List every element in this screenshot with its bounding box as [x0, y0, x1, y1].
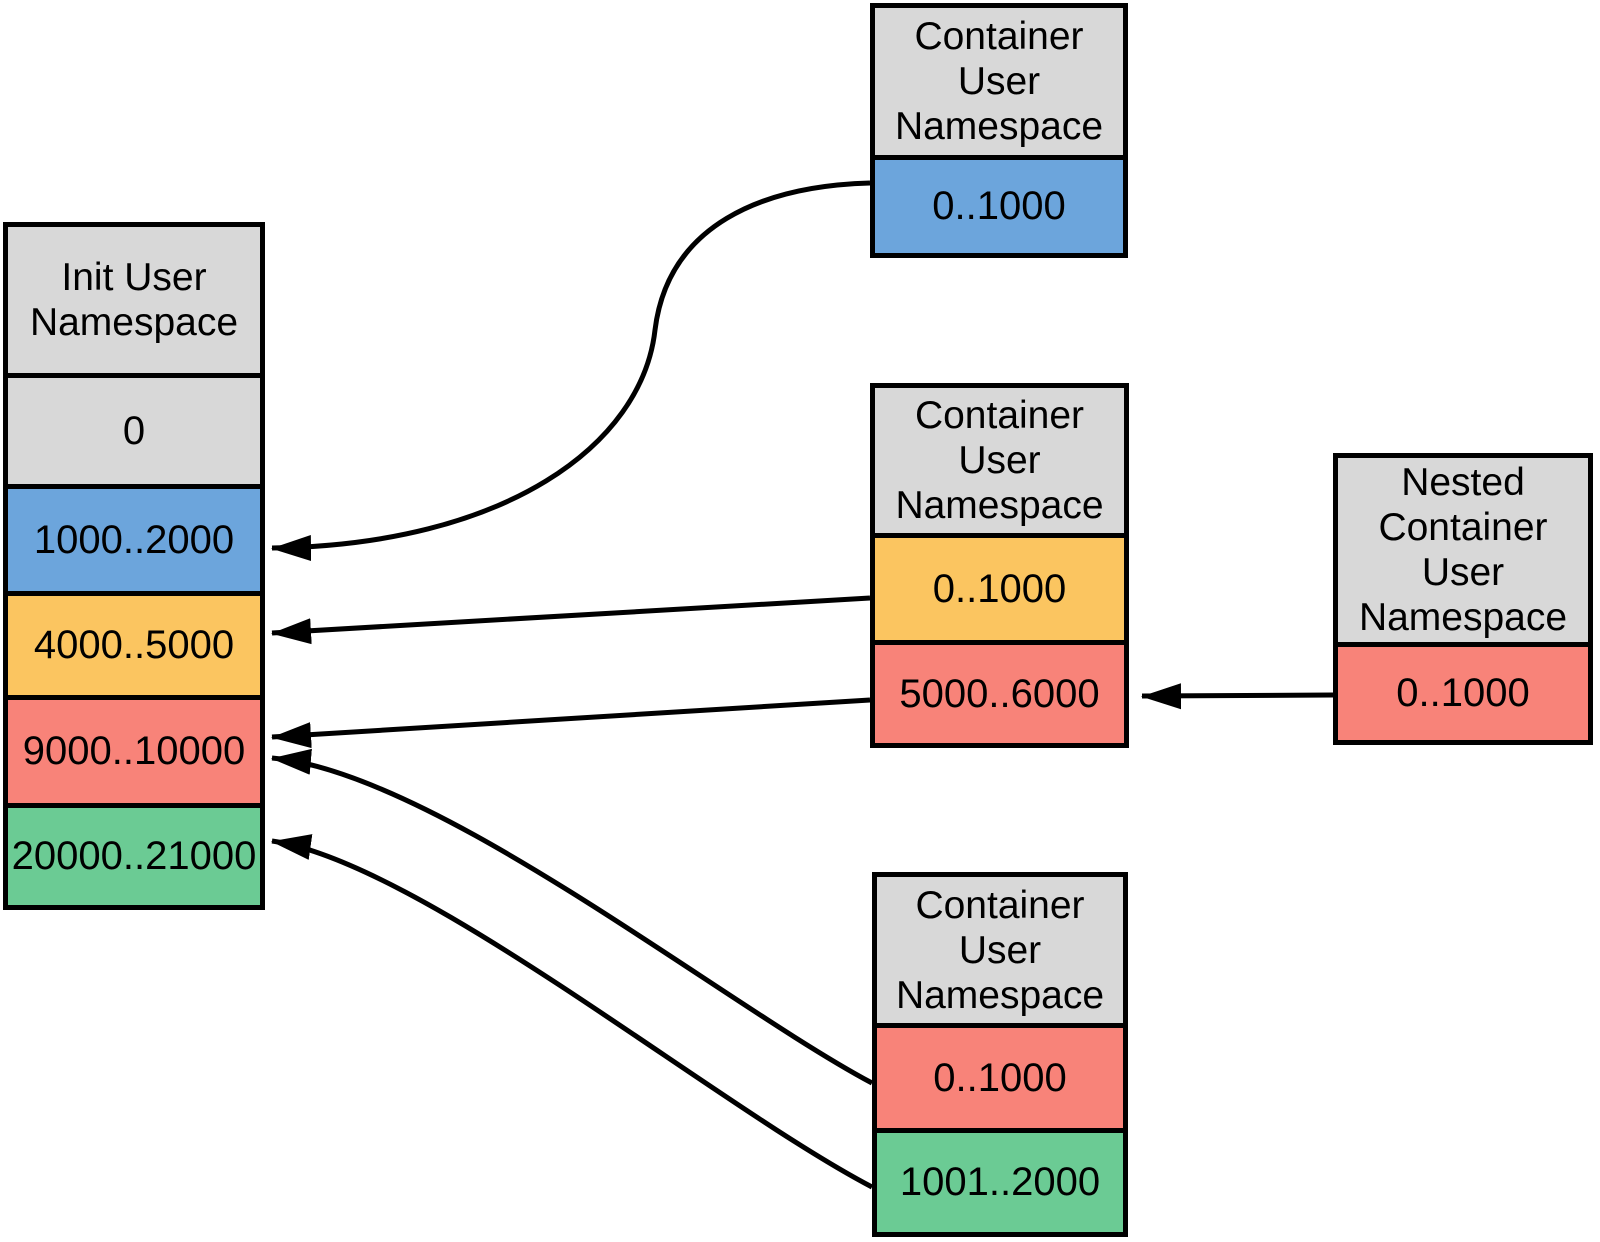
- box-title: Container User Namespace: [875, 388, 1124, 533]
- box-title: Init User Namespace: [8, 227, 260, 373]
- arrow-containermid-0-1000-to-init-4000-5000: [271, 595, 871, 645]
- uid-range-cell: 0..1000: [875, 533, 1124, 640]
- uid-range-cell: 20000..21000: [8, 803, 260, 905]
- uid-range-cell: 1000..2000: [8, 484, 260, 591]
- box-title: Nested Container User Namespace: [1338, 458, 1588, 642]
- init-user-namespace-box: Init User Namespace 0 1000..2000 4000..5…: [3, 222, 265, 910]
- uid-range-cell: 0..1000: [877, 1023, 1123, 1128]
- nested-container-user-namespace-box: Nested Container User Namespace 0..1000: [1333, 453, 1593, 745]
- container-user-namespace-top-box: Container User Namespace 0..1000: [870, 3, 1128, 258]
- box-title: Container User Namespace: [875, 8, 1123, 155]
- container-user-namespace-middle-box: Container User Namespace 0..1000 5000..6…: [870, 383, 1129, 748]
- uid-range-cell: 4000..5000: [8, 591, 260, 695]
- uid-range-cell: 9000..10000: [8, 695, 260, 803]
- uid-range-cell: 0: [8, 373, 260, 484]
- uid-range-cell: 5000..6000: [875, 640, 1124, 743]
- uid-range-cell: 0..1000: [875, 155, 1123, 253]
- container-user-namespace-bottom-box: Container User Namespace 0..1000 1001..2…: [872, 872, 1128, 1237]
- arrow-nested-to-containermid-5000-6000: [1141, 683, 1334, 710]
- arrow-containermid-5000-6000-to-init-9000-10000: [271, 697, 871, 749]
- arrow-containerbottom-1001-2000-to-init-20000-21000: [270, 834, 874, 1190]
- uid-range-cell: 0..1000: [1338, 642, 1588, 740]
- arrow-containerbottom-0-1000-to-init-9000-10000: [270, 748, 874, 1086]
- arrow-containertop-to-init-1000-2000: [271, 180, 871, 561]
- uid-range-cell: 1001..2000: [877, 1128, 1123, 1232]
- box-title: Container User Namespace: [877, 877, 1123, 1023]
